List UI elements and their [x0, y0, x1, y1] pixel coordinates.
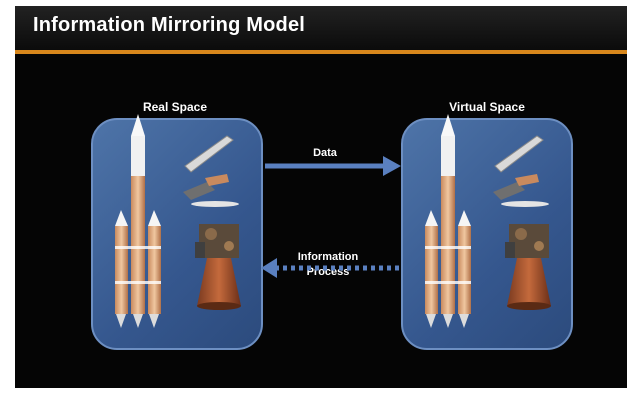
virtual-space-label: Virtual Space [449, 100, 525, 114]
information-label: Information [297, 251, 359, 263]
data-arrow [265, 156, 401, 176]
virtual-payload-parts-icon [493, 135, 549, 207]
information-process-arrow [261, 258, 399, 278]
slide-title: Information Mirroring Model [33, 14, 306, 36]
slide: Information Mirroring Model Real Space V… [15, 6, 627, 388]
virtual-engine-icon [505, 224, 551, 310]
data-arrow-label: Data [313, 147, 337, 159]
diagram-graphics [115, 114, 551, 328]
real-engine-icon [195, 224, 241, 310]
title-underline [15, 50, 627, 54]
title-bar: Information Mirroring Model [15, 6, 627, 50]
real-space-label: Real Space [142, 100, 208, 114]
virtual-rocket-icon [425, 114, 471, 328]
real-payload-parts-icon [183, 135, 239, 207]
real-rocket-icon [115, 114, 161, 328]
